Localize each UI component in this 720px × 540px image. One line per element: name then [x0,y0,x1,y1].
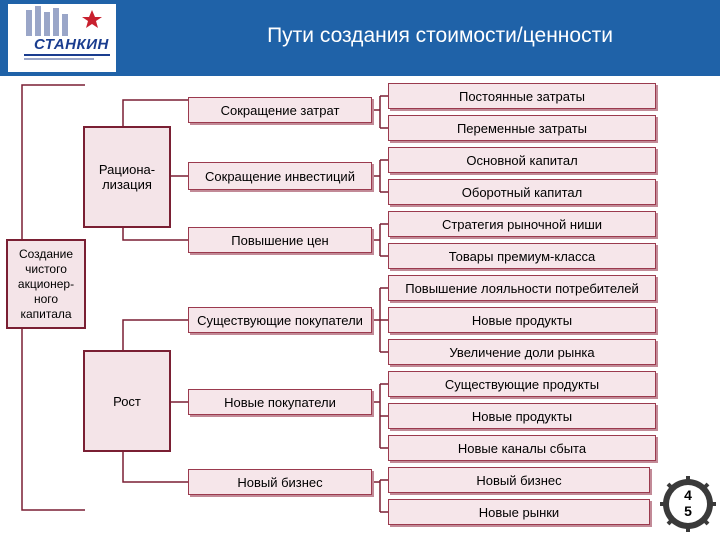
leaf-item: Оборотный капитал [388,179,656,205]
page-number-top: 4 [684,487,692,503]
leaf-item: Постоянные затраты [388,83,656,109]
leaf-item: Новые каналы сбыта [388,435,656,461]
leaf-item: Новые рынки [388,499,650,525]
logo-text: СТАНКИН [34,36,109,53]
growth-node: Рост [83,350,171,452]
page-number-gear: 4 5 [659,475,717,533]
leaf-item: Существующие продукты [388,371,656,397]
gear-icon [660,476,716,532]
leaf-item: Повышение лояльности потребителей [388,275,656,301]
price-increase-node: Повышение цен [188,227,372,253]
investment-reduction-node: Сокращение инвестиций [188,162,372,190]
rationalization-node: Рациона- лизация [83,126,171,228]
existing-customers-node: Существующие покупатели [188,307,372,333]
leaf-item: Стратегия рыночной ниши [388,211,656,237]
leaf-item: Переменные затраты [388,115,656,141]
cost-reduction-node: Сокращение затрат [188,97,372,123]
leaf-item: Товары премиум-класса [388,243,656,269]
stankin-logo: СТАНКИН [8,4,116,72]
leaf-item: Новые продукты [388,403,656,429]
building-icon [24,6,110,60]
header-bar: СТАНКИН Пути создания стоимости/ценности [0,0,720,76]
leaf-item: Новый бизнес [388,467,650,493]
root-node: Создание чистого акционер- ного капитала [6,239,86,329]
leaf-item: Новые продукты [388,307,656,333]
page-title: Пути создания стоимости/ценности [267,24,613,47]
new-business-node: Новый бизнес [188,469,372,495]
leaf-item: Увеличение доли рынка [388,339,656,365]
page-number-bottom: 5 [684,503,692,519]
new-customers-node: Новые покупатели [188,389,372,415]
leaf-item: Основной капитал [388,147,656,173]
